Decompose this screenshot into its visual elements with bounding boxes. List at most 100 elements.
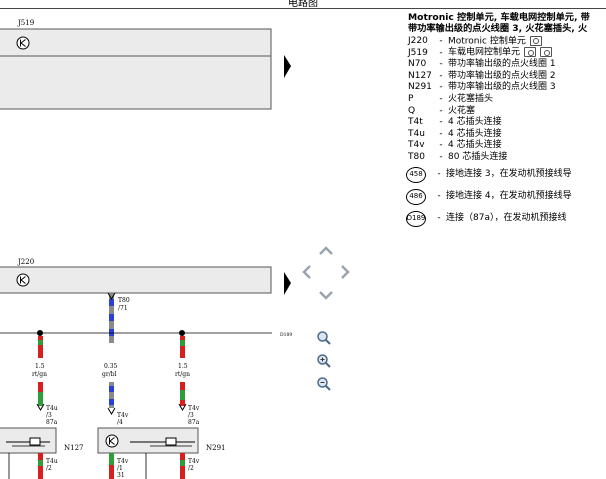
bottom-mid-pin: /1 [117,465,123,472]
coil-n291-label: N291 [206,444,226,452]
expand-arrow-icon[interactable] [284,55,291,78]
legend-item[interactable]: J220-Motronic 控制单元 [408,35,606,48]
legend-header-line1: Motronic 控制单元, 车载电网控制单元, 带 [408,12,590,23]
module-j220[interactable] [0,266,272,294]
legend-dash: - [439,117,443,128]
legend-code: T4v [408,140,425,151]
zoom-controls [316,330,336,399]
wire-gr-bl-lower[interactable] [109,382,114,408]
legend-item[interactable]: Q-火花塞 [408,106,606,118]
plug-mid-pin: /4 [117,419,123,426]
zoom-fit-button[interactable] [316,330,336,353]
bottom-left-label: T4u [46,458,58,465]
legend-desc: 80 芯插头连接 [448,152,606,164]
wire-lower-left[interactable] [8,453,43,479]
bottom-left-pin: /2 [46,465,52,472]
legend-item[interactable]: N70-带功率输出级的点火线圈 1 [408,59,606,71]
pan-right-icon[interactable] [341,265,350,279]
legend-item[interactable]: N291-带功率输出级的点火线圈 3 [408,82,606,94]
legend-desc: 火花塞 [448,106,606,118]
legend-code: N70 [408,59,427,70]
legend-dash: - [439,140,443,151]
legend-dash: - [439,151,443,162]
legend-item[interactable]: J519-车载电网控制单元 [408,47,606,60]
legend-code: N127 [408,70,432,81]
legend-item[interactable]: N127-带功率输出级的点火线圈 2 [408,71,606,83]
junction-dot [37,330,43,336]
legend-dash: - [439,94,443,105]
legend-desc-text: 火花塞插头 [448,94,494,105]
legend-dash: - [439,70,443,81]
wire-rt-gn-right[interactable] [180,336,185,406]
legend-desc: 火花塞插头 [448,94,606,106]
plug-left-label: T4u [46,405,58,412]
legend-code: P [408,94,414,105]
legend-dash: - [439,82,443,93]
pin-arrow-icon [107,292,116,300]
legend-code: N291 [408,82,432,93]
legend-desc: 带功率输出级的点火线圈 2 [448,71,606,83]
pan-left-icon[interactable] [302,265,311,279]
legend-item[interactable]: P -火花塞插头 [408,94,606,106]
legend-desc: 接地连接 4，在发动机预接线导 [446,190,572,201]
component-legend: Motronic 控制单元, 车载电网控制单元, 带 带功率输出级的点火线圈 3… [406,12,606,230]
wire-lower-right[interactable] [180,453,185,479]
legend-dash: - [437,168,441,179]
wire-size: 0.35 [104,363,118,370]
zoom-in-button[interactable] [316,353,336,376]
pan-down-icon[interactable] [319,291,333,300]
wire-rt-gn-left[interactable] [38,336,43,406]
zoom-out-button[interactable] [316,376,336,399]
legend-desc: 连接（87a），在发动机预接线 [446,212,567,223]
legend-desc: 带功率输出级的点火线圈 3 [448,82,606,94]
legend-desc: 带功率输出级的点火线圈 1 [448,59,606,71]
legend-item[interactable]: T80-80 芯插头连接 [408,152,606,164]
coil-n127-label: N127 [64,444,84,452]
legend-desc-text: Motronic 控制单元 [448,36,526,47]
wire-gr-bl[interactable] [109,293,114,343]
zoom-in-icon [317,354,331,368]
camera-icon[interactable] [529,35,542,46]
legend-desc-text: 带功率输出级的点火线圈 3 [448,82,556,93]
legend-ground-item[interactable]: D189-连接（87a），在发动机预接线 [406,208,606,230]
module-j519-label: J519 [17,19,34,27]
legend-dash: - [437,212,441,223]
legend-desc-text: 4 芯插头连接 [448,117,502,128]
legend-desc: 4 芯插头连接 [448,129,606,141]
ground-point-icon: 458 [406,166,426,183]
legend-item[interactable]: T4t -4 芯插头连接 [408,117,606,129]
plug-left-pin: /3 [46,412,52,419]
bottom-right-pin: /2 [188,465,194,472]
module-j519[interactable] [0,28,272,110]
coil-n291[interactable] [97,427,199,454]
legend-dash: - [439,105,443,116]
wire-lower-mid[interactable] [109,453,147,479]
plug-right-pin: /3 [188,412,194,419]
legend-code: T4t [408,117,423,128]
legend-ground-item[interactable]: 486-接地连接 4，在发动机预接线导 [406,186,606,208]
expand-arrow-icon[interactable] [284,272,291,295]
legend-code: T4u [408,128,425,139]
coil-n127[interactable] [0,427,57,454]
legend-dash: - [437,190,441,201]
camera-icon[interactable] [524,47,537,58]
legend-code: J220 [408,36,428,47]
legend-ground-item[interactable]: 458-接地连接 3，在发动机预接线导 [406,164,606,186]
wire-color: gr/bl [102,371,117,378]
pin-arrow-icon [36,403,45,411]
legend-dash: - [439,36,443,47]
junction-dot [179,330,185,336]
legend-item[interactable]: T4v-4 芯插头连接 [408,140,606,152]
legend-dash: - [439,47,443,58]
pan-up-icon[interactable] [319,246,333,255]
zoom-out-icon [317,377,331,391]
legend-desc-text: 80 芯插头连接 [448,151,508,162]
circuit-diagram[interactable]: J519 J220 T80 /71 D189 1.5 rt/gn 0.35 [0,10,300,479]
plug-mid-label: T4v [117,412,129,419]
camera-icon[interactable] [540,47,553,58]
legend-item[interactable]: T4u-4 芯插头连接 [408,129,606,141]
control-unit-icon [16,273,30,287]
plug-right-label: T4v [188,405,200,412]
